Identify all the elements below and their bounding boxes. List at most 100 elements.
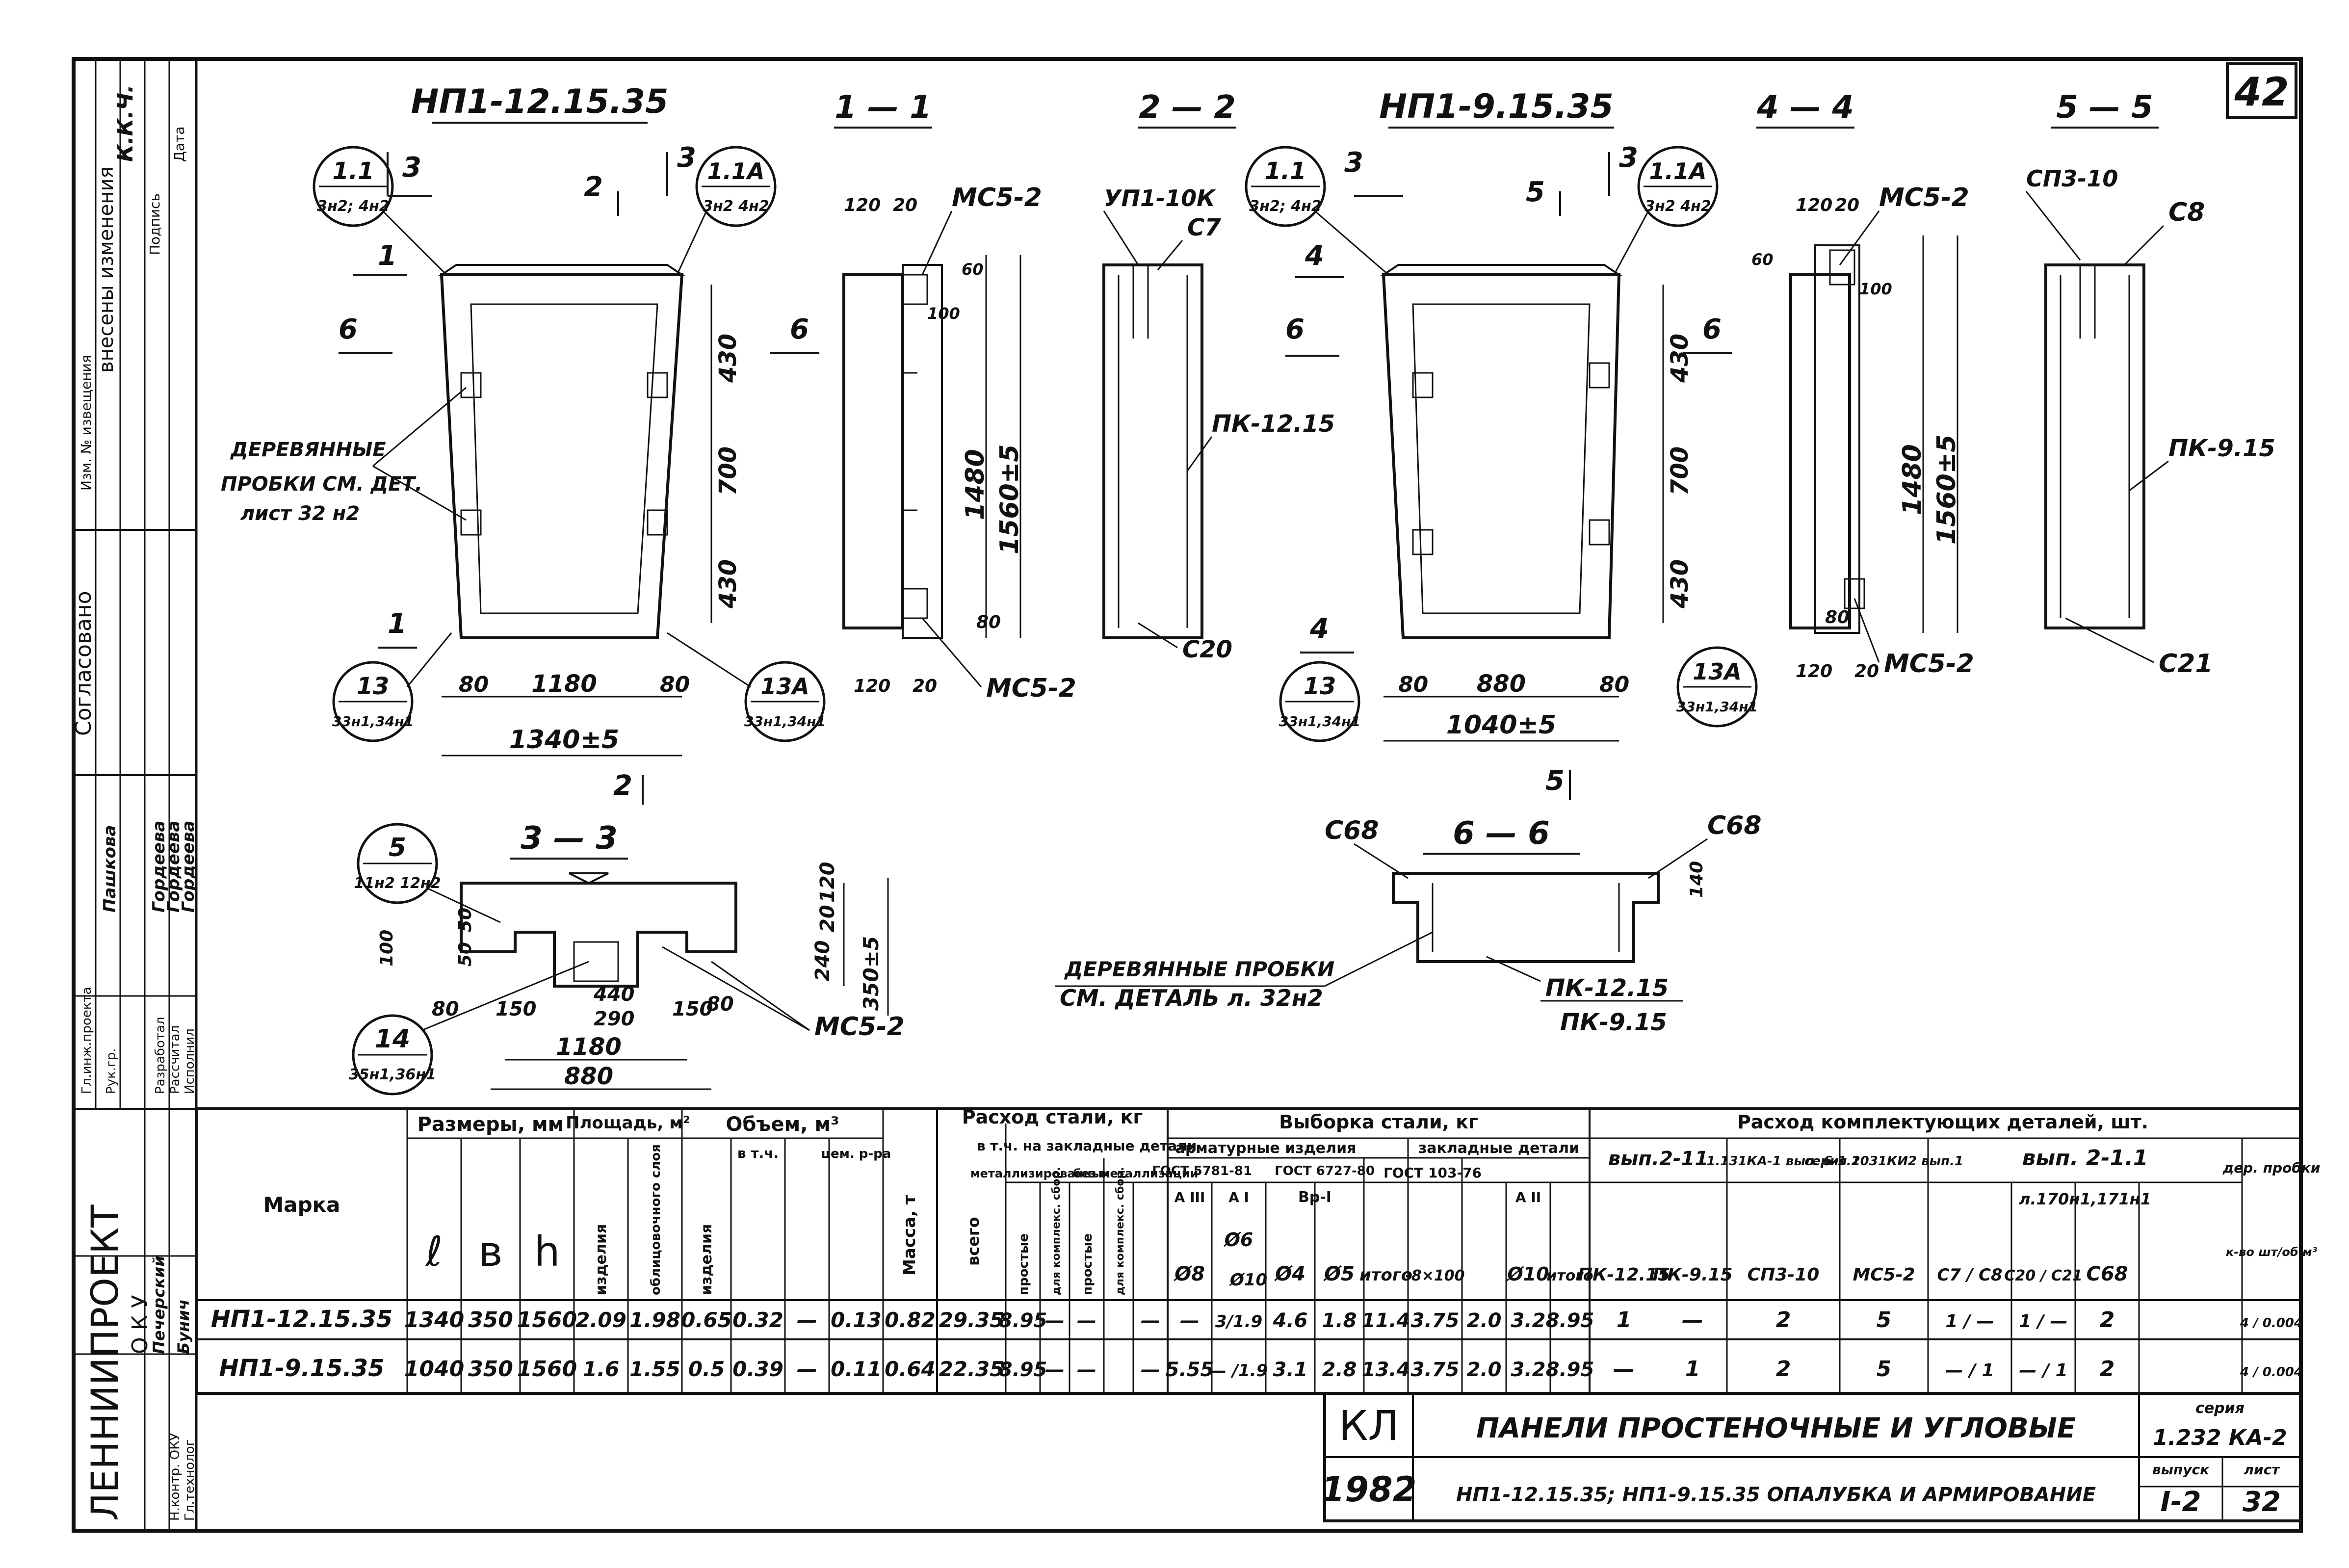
s55-c21: С21 bbox=[2159, 649, 2213, 679]
callout-11-bot: 3н2; 4н2 bbox=[317, 198, 389, 215]
section-6-6: 6 — 6 С68 С68 140 ДЕРЕВЯННЫЕ ПРОБКИ СМ. … bbox=[1055, 811, 1762, 1036]
strip-org: ЛЕННИИПРОЕКТ bbox=[83, 1204, 127, 1521]
strip-gltech: Гл.технолог bbox=[183, 1439, 197, 1521]
th-h: h bbox=[534, 1228, 560, 1276]
th-l: ℓ bbox=[425, 1228, 443, 1276]
callout-13a-b-top: 13А bbox=[1693, 658, 1742, 685]
s44-title: 4 — 4 bbox=[1756, 89, 1854, 126]
th-cls-vr: Вр-I bbox=[1298, 1189, 1331, 1206]
dim-1040: 1040±5 bbox=[1446, 710, 1556, 740]
callout-13a-bot: 33н1,34н1 bbox=[744, 713, 826, 730]
callout-14 bbox=[352, 1014, 433, 1096]
cut-2-top: 2 bbox=[584, 171, 603, 203]
th-d6: Ø6 bbox=[1224, 1229, 1253, 1251]
th-itogo2: итого bbox=[1546, 1267, 1593, 1284]
cut-4-top: 4 bbox=[1305, 240, 1324, 272]
s44-120: 120 bbox=[1796, 195, 1832, 215]
stamp-seria: 1.232 КА-2 bbox=[2153, 1425, 2287, 1450]
s11-1560: 1560±5 bbox=[995, 444, 1024, 554]
row2-d10b: 2.0 bbox=[1467, 1359, 1502, 1381]
s33-240: 240 bbox=[811, 941, 834, 982]
s22-c20: С20 bbox=[1182, 636, 1232, 663]
row2-steel-all: 22.35 bbox=[939, 1357, 1004, 1381]
cut-5-bot: 5 bbox=[1545, 765, 1565, 797]
s44-mc52-top: МС5-2 bbox=[1879, 183, 1969, 212]
row1-sp3: 2 bbox=[1776, 1307, 1791, 1333]
th-vyb: Выборка стали, кг bbox=[1279, 1111, 1478, 1133]
cut-1-bot: 1 bbox=[388, 608, 407, 640]
callout-5 bbox=[357, 823, 438, 904]
row1-v1: 0.32 bbox=[732, 1308, 783, 1332]
strip-org-sub: О К У bbox=[128, 1295, 153, 1354]
th-area: Площадь, м² bbox=[566, 1113, 690, 1133]
row2-h: 1560 bbox=[517, 1357, 577, 1382]
spec-table: Марка Размеры, мм ℓ в h Площадь, м² изде… bbox=[195, 1106, 2320, 1395]
s33-120: 120 bbox=[816, 862, 839, 903]
s33-1180: 1180 bbox=[556, 1033, 622, 1061]
stamp-list-label: лист bbox=[2244, 1462, 2281, 1478]
row2-b: 350 bbox=[468, 1357, 513, 1382]
row1-mass: 0.82 bbox=[885, 1308, 936, 1332]
stamp-seria-label: серия bbox=[2195, 1400, 2245, 1417]
s11-80: 80 bbox=[976, 612, 1001, 632]
callout-13 bbox=[332, 661, 414, 742]
row1-v-izd: 0.65 bbox=[681, 1308, 732, 1332]
th-c-pk9: ПК-9.15 bbox=[1652, 1265, 1732, 1285]
row2-pk9: 1 bbox=[1685, 1357, 1700, 1382]
callout-11-b bbox=[1245, 146, 1326, 227]
row1-d5: 1.8 bbox=[1322, 1309, 1357, 1332]
cut-6-b-right: 6 bbox=[1702, 314, 1722, 345]
row2-steel-2: — bbox=[1045, 1359, 1065, 1381]
th-arm: арматурные изделия bbox=[1175, 1140, 1357, 1157]
callout-13a-top: 13А bbox=[760, 673, 809, 700]
cut-3-b-right: 3 bbox=[1619, 142, 1638, 174]
s11-1480: 1480 bbox=[961, 449, 990, 520]
strip-izv: Изм. № извещения bbox=[78, 355, 94, 491]
s33-440: 440 bbox=[593, 983, 635, 1006]
s44-100: 100 bbox=[1859, 280, 1892, 298]
strip-name-4: Гордеева bbox=[179, 821, 198, 913]
callout-5-bot: 11н2 12н2 bbox=[354, 875, 441, 892]
s66-pk915: ПК-9.15 bbox=[1560, 1009, 1667, 1036]
dim-1340: 1340±5 bbox=[509, 725, 619, 755]
view-np1-9: НП1-9.15.35 1.1 3н2; 4н2 1.1А 3н2 4н2 13… bbox=[1245, 87, 1758, 800]
th-area-izd: изделия bbox=[593, 1224, 610, 1295]
th-c-mc5: МС5-2 bbox=[1853, 1265, 1915, 1285]
row1-itogo2: 8.95 bbox=[1546, 1309, 1594, 1332]
th-c-c68: С68 bbox=[2086, 1263, 2128, 1285]
row1-d10c: 3.2 bbox=[1511, 1309, 1546, 1332]
s55-pk915: ПК-9.15 bbox=[2168, 435, 2275, 462]
s44-1560: 1560±5 bbox=[1932, 435, 1961, 545]
row1-v3: 0.13 bbox=[831, 1308, 882, 1332]
callout-13-b-top: 13 bbox=[1304, 673, 1336, 700]
s33-290: 290 bbox=[594, 1008, 635, 1030]
th-lists: л.170н1,171н1 bbox=[2019, 1190, 2151, 1208]
row1-steel-m: 8.95 bbox=[999, 1309, 1047, 1332]
row2-d4: 3.1 bbox=[1273, 1359, 1308, 1381]
th-volume: Объем, м³ bbox=[726, 1113, 839, 1136]
th-steel-pro: простые bbox=[1017, 1233, 1031, 1295]
th-d10: Ø10 bbox=[1229, 1270, 1267, 1290]
s33-100: 100 bbox=[377, 930, 397, 967]
th-steel-pro2: простые bbox=[1080, 1233, 1095, 1295]
strip-gip: Гл.инж.проекта bbox=[79, 987, 94, 1094]
th-steel-bez: без металлизации bbox=[1073, 1167, 1199, 1180]
th-d8: Ø8 bbox=[1174, 1263, 1205, 1285]
row1-c20: 1 / — bbox=[2019, 1311, 2067, 1332]
row1-pk12: 1 bbox=[1617, 1307, 1632, 1333]
row1-h: 1560 bbox=[517, 1307, 577, 1333]
note-wood-2: ПРОБКИ СМ. ДЕТ. bbox=[221, 473, 422, 496]
callout-13a-b bbox=[1676, 646, 1758, 728]
th-d10b: Ø10 bbox=[1506, 1263, 1549, 1285]
row2-v2: — bbox=[797, 1357, 817, 1381]
row2-itogo2: 8.95 bbox=[1546, 1359, 1594, 1381]
strip-norm: Н.контр. ОКУ bbox=[168, 1433, 183, 1521]
th-der-sub: к-во шт/об м³ bbox=[2226, 1245, 2318, 1259]
s44-20: 20 bbox=[1835, 195, 1859, 215]
s44-120b: 120 bbox=[1796, 661, 1832, 681]
row1-marka: НП1-12.15.35 bbox=[211, 1306, 393, 1333]
view-np1-12: НП1-12.15.35 1.1 3н2; 4н2 1.1А 3н2 4н2 1… bbox=[221, 82, 826, 805]
row2-c68: 2 bbox=[2100, 1357, 2115, 1382]
th-b: в bbox=[478, 1228, 503, 1276]
